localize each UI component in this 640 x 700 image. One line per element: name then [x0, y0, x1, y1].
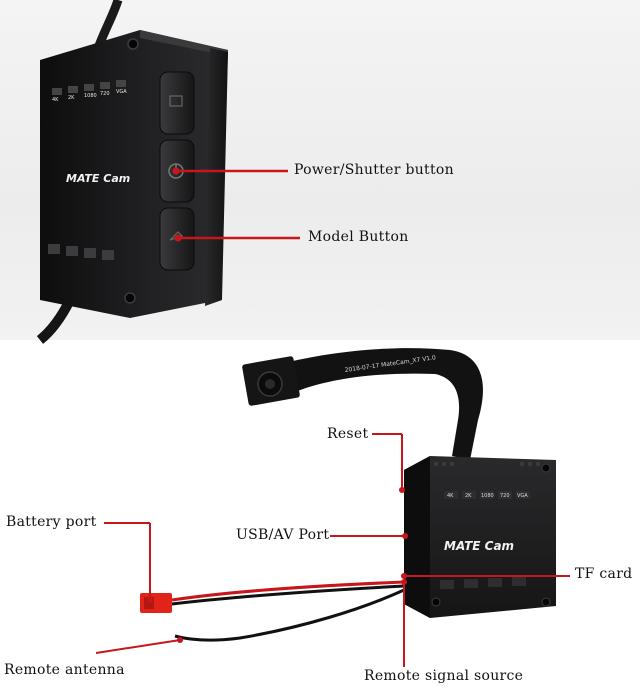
indicator-label: 2K [68, 95, 75, 101]
callout-battery-port: Battery port [6, 514, 97, 530]
svg-text:2K: 2K [465, 493, 472, 499]
callout-remote-signal-source: Remote signal source [364, 668, 524, 684]
indicator-labels-bottom: 4K 2K 1080 720 VGA [444, 491, 530, 499]
callout-reset: Reset [327, 426, 369, 442]
screw-icon [124, 292, 136, 304]
indicator-label: VGA [116, 89, 127, 95]
cable-bottom [36, 297, 75, 344]
camera-module-bottom: 4K 2K 1080 720 VGA MATE Cam [404, 456, 556, 618]
callout-tf-card: TF card [575, 566, 633, 582]
camera-module-top: 4K 2K 1080 720 VGA MATE Cam [40, 30, 228, 318]
svg-text:720: 720 [500, 493, 510, 499]
svg-text:1080: 1080 [481, 493, 494, 499]
mode-button[interactable] [159, 71, 195, 135]
brand-logo: MATE Cam [444, 539, 514, 553]
callout-model-button: Model Button [308, 229, 409, 245]
indicator-label: 720 [100, 91, 110, 97]
camera-icon [169, 95, 183, 107]
callout-remote-antenna: Remote antenna [4, 662, 125, 678]
led-indicators-top [52, 80, 126, 95]
wires [140, 580, 405, 642]
svg-text:VGA: VGA [517, 493, 528, 499]
ribbon-cable: 2018-07-17 MateCam_X7 V1.0 [288, 348, 483, 460]
callout-lines-bottom [95, 433, 570, 667]
led-indicators-bottom [48, 244, 114, 260]
callout-lines-top [172, 167, 300, 242]
led-indicators-bottom [440, 577, 526, 589]
screw-icon [127, 38, 139, 50]
brand-logo: MATE Cam [66, 172, 130, 185]
indicator-label: 4K [52, 97, 59, 103]
lens-module [242, 356, 300, 406]
indicator-label: 1080 [84, 93, 97, 99]
svg-text:4K: 4K [447, 493, 454, 499]
callout-usb-av-port: USB/AV Port [236, 527, 330, 543]
callout-power-shutter: Power/Shutter button [294, 162, 454, 178]
